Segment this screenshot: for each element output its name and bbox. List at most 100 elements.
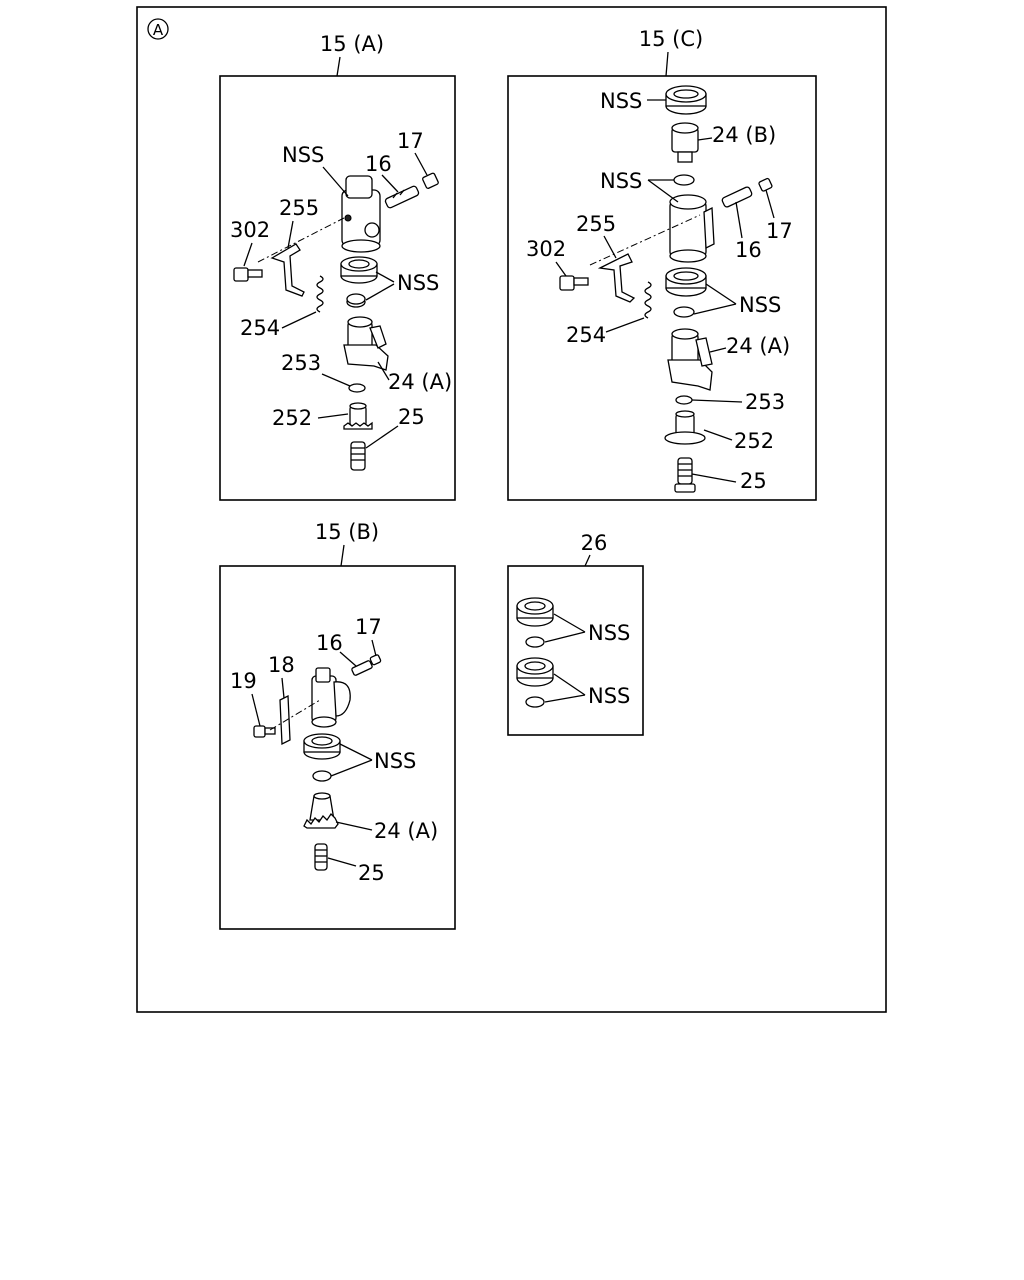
- leader-255: [287, 220, 294, 249]
- panel-26-title: 26: [581, 531, 608, 555]
- label-c-255: 255: [576, 212, 616, 236]
- section-marker-circle: [147, 18, 169, 40]
- label-254: 254: [240, 316, 280, 340]
- part-17-cap: [422, 172, 439, 189]
- part-26-seal-large-2: [516, 657, 554, 687]
- part-body-15b: [311, 667, 351, 728]
- part-254-spring-c: [644, 281, 652, 319]
- part-24a: [343, 316, 389, 371]
- label-b-19: 19: [230, 669, 257, 693]
- panel-26: 26 NSS NSS: [507, 531, 644, 736]
- leader-b-24a: [335, 821, 373, 831]
- part-seal-top: [665, 85, 707, 115]
- leader-c-255: [603, 235, 617, 259]
- panel-26-title-leader: [584, 554, 591, 567]
- leader-252: [317, 413, 349, 419]
- part-seal-small-c: [673, 174, 695, 186]
- label-255: 255: [279, 196, 319, 220]
- part-253-washer-c: [675, 395, 693, 405]
- part-body-15a: [341, 175, 381, 253]
- leader-c-25: [691, 473, 737, 483]
- panel-15c-frame: [507, 75, 817, 501]
- leader-254: [281, 311, 317, 329]
- panel-15b-axis: [269, 699, 321, 731]
- leader-c-nss-3a: [705, 283, 737, 305]
- part-18-plate: [279, 694, 291, 746]
- leader-b-nss-b: [330, 759, 373, 777]
- label-252: 252: [272, 406, 312, 430]
- part-26-seal-large-1: [516, 597, 554, 627]
- leader-b-16: [339, 651, 357, 667]
- label-c-253: 253: [745, 390, 785, 414]
- panel-15b-title: 15 (B): [315, 520, 379, 544]
- leader-c-253: [691, 399, 743, 403]
- part-16-fitting-c: [721, 186, 753, 208]
- part-seal-small-b: [312, 770, 332, 782]
- part-seal-large-c: [665, 267, 707, 297]
- outer-frame: [136, 6, 887, 1013]
- label-302: 302: [230, 218, 270, 242]
- leader-k-nss-2b: [544, 694, 586, 703]
- panel-15a-frame: [219, 75, 456, 501]
- leader-b-17: [371, 639, 377, 657]
- panel-15a-title-leader: [336, 56, 341, 77]
- leader-k-nss-2a: [553, 673, 586, 696]
- leader-k-nss-1b: [544, 631, 586, 643]
- leader-302: [243, 242, 253, 267]
- part-254-spring: [316, 275, 324, 313]
- panel-15c-title: 15 (C): [639, 27, 703, 51]
- part-25-screw-b: [314, 843, 328, 871]
- leader-b-18: [281, 677, 285, 699]
- panel-15b-title-leader: [340, 544, 345, 567]
- leader-nss-1: [322, 166, 349, 197]
- panel-15a-title: 15 (A): [320, 32, 384, 56]
- label-b-25: 25: [358, 861, 385, 885]
- label-b-nss: NSS: [374, 749, 416, 773]
- label-c-nss-1: NSS: [600, 89, 642, 113]
- part-16-fitting: [384, 185, 420, 209]
- label-c-252: 252: [734, 429, 774, 453]
- label-c-24b: 24 (B): [712, 123, 776, 147]
- leader-c-16: [735, 201, 743, 239]
- part-25-screw-c: [674, 457, 696, 493]
- label-c-nss-3: NSS: [739, 293, 781, 317]
- panel-15c-title-leader: [665, 51, 669, 77]
- leader-c-252: [703, 429, 733, 441]
- leader-c-302: [555, 261, 567, 277]
- part-body-15c: [669, 194, 715, 263]
- leader-nss-2a: [375, 271, 395, 283]
- leader-17: [414, 152, 428, 176]
- leader-253: [321, 373, 351, 387]
- leader-b-25: [327, 857, 357, 867]
- part-17-cap-c: [758, 177, 773, 192]
- panel-15b: 15 (B): [219, 520, 456, 930]
- part-16-fitting-b: [351, 660, 373, 676]
- panel-26-frame: [507, 565, 644, 736]
- part-seal-small: [346, 293, 366, 308]
- part-seal-large-b: [303, 733, 341, 760]
- leader-24a: [377, 361, 390, 381]
- leader-c-17: [765, 189, 775, 219]
- part-252-gear: [343, 402, 373, 430]
- part-302-bolt: [233, 267, 263, 282]
- label-k-nss-1: NSS: [588, 621, 630, 645]
- leader-c-24b: [697, 137, 713, 141]
- leader-16: [381, 174, 399, 193]
- part-255-bracket-c: [597, 253, 636, 303]
- label-c-24a: 24 (A): [726, 334, 790, 358]
- label-c-254: 254: [566, 323, 606, 347]
- label-c-16: 16: [735, 238, 762, 262]
- part-24b: [671, 122, 699, 163]
- label-24a: 24 (A): [388, 370, 452, 394]
- label-b-18: 18: [268, 653, 295, 677]
- label-nss-1: NSS: [282, 143, 324, 167]
- panel-15a-axis: [257, 217, 345, 263]
- leader-c-nss-3b: [693, 303, 737, 315]
- label-253: 253: [281, 351, 321, 375]
- label-c-17: 17: [766, 219, 793, 243]
- leader-25: [365, 425, 399, 449]
- leader-k-nss-1a: [553, 613, 586, 633]
- panel-15c: 15 (C): [507, 27, 817, 501]
- leader-c-24a: [709, 347, 727, 353]
